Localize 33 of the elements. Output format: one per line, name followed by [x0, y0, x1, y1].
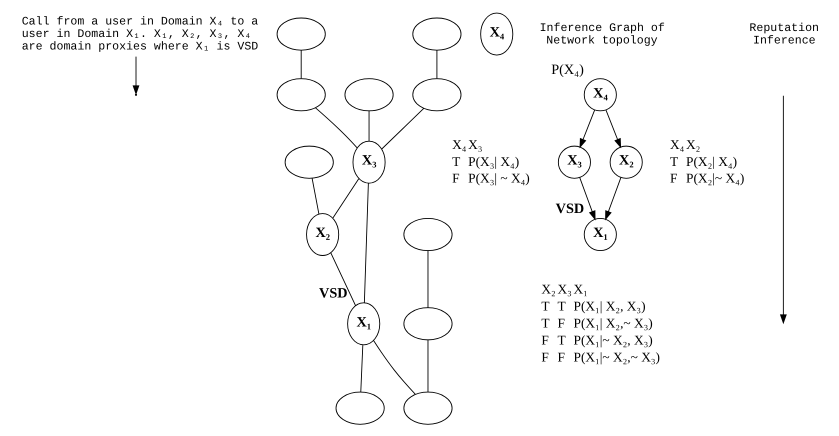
label: T — [541, 315, 550, 330]
label: T — [557, 332, 566, 348]
label: X₃ — [468, 136, 482, 152]
label: F — [541, 332, 549, 348]
node-label: VSD — [319, 285, 348, 302]
label: Inference Graph of Network topology — [540, 22, 665, 48]
label: P(X₂| X₄) — [686, 154, 738, 169]
label: X₄ — [670, 136, 684, 152]
label: F — [670, 170, 678, 186]
label: T — [541, 298, 550, 314]
label: F — [557, 349, 565, 364]
label: P(X₃| X₄) — [468, 154, 520, 169]
label: X₃ — [557, 281, 572, 296]
label: P(X₁|~ X₂,~ X₃) — [574, 349, 660, 364]
label: P(X₁|~ X₂, X₃) — [574, 332, 653, 348]
label: P(X₁| X₂, X₃) — [574, 298, 646, 314]
label: F — [452, 170, 460, 186]
label: T — [452, 154, 460, 169]
node-label: P(X₄) — [551, 62, 584, 78]
label: Reputation Inference — [749, 22, 820, 48]
label: F — [541, 349, 549, 364]
label: X₄ — [452, 136, 466, 152]
label: T — [670, 154, 678, 169]
label: X₁ — [574, 281, 588, 296]
label: T — [557, 298, 566, 314]
label: P(X₃| ~ X₄) — [468, 170, 530, 186]
label: X₂ — [541, 281, 556, 296]
label: F — [557, 315, 565, 330]
label: P(X₁| X₂,~ X₃) — [574, 315, 653, 330]
label: X₂ — [686, 136, 700, 152]
node-label: VSD — [556, 200, 584, 217]
label: P(X₂|~ X₄) — [686, 170, 744, 186]
node-text: Call from a user in Domain X₄ to a user in Domain X₁. X₁, X₂, X₃, X₄ are domain proxies where X₁ is VSD — [22, 16, 258, 54]
